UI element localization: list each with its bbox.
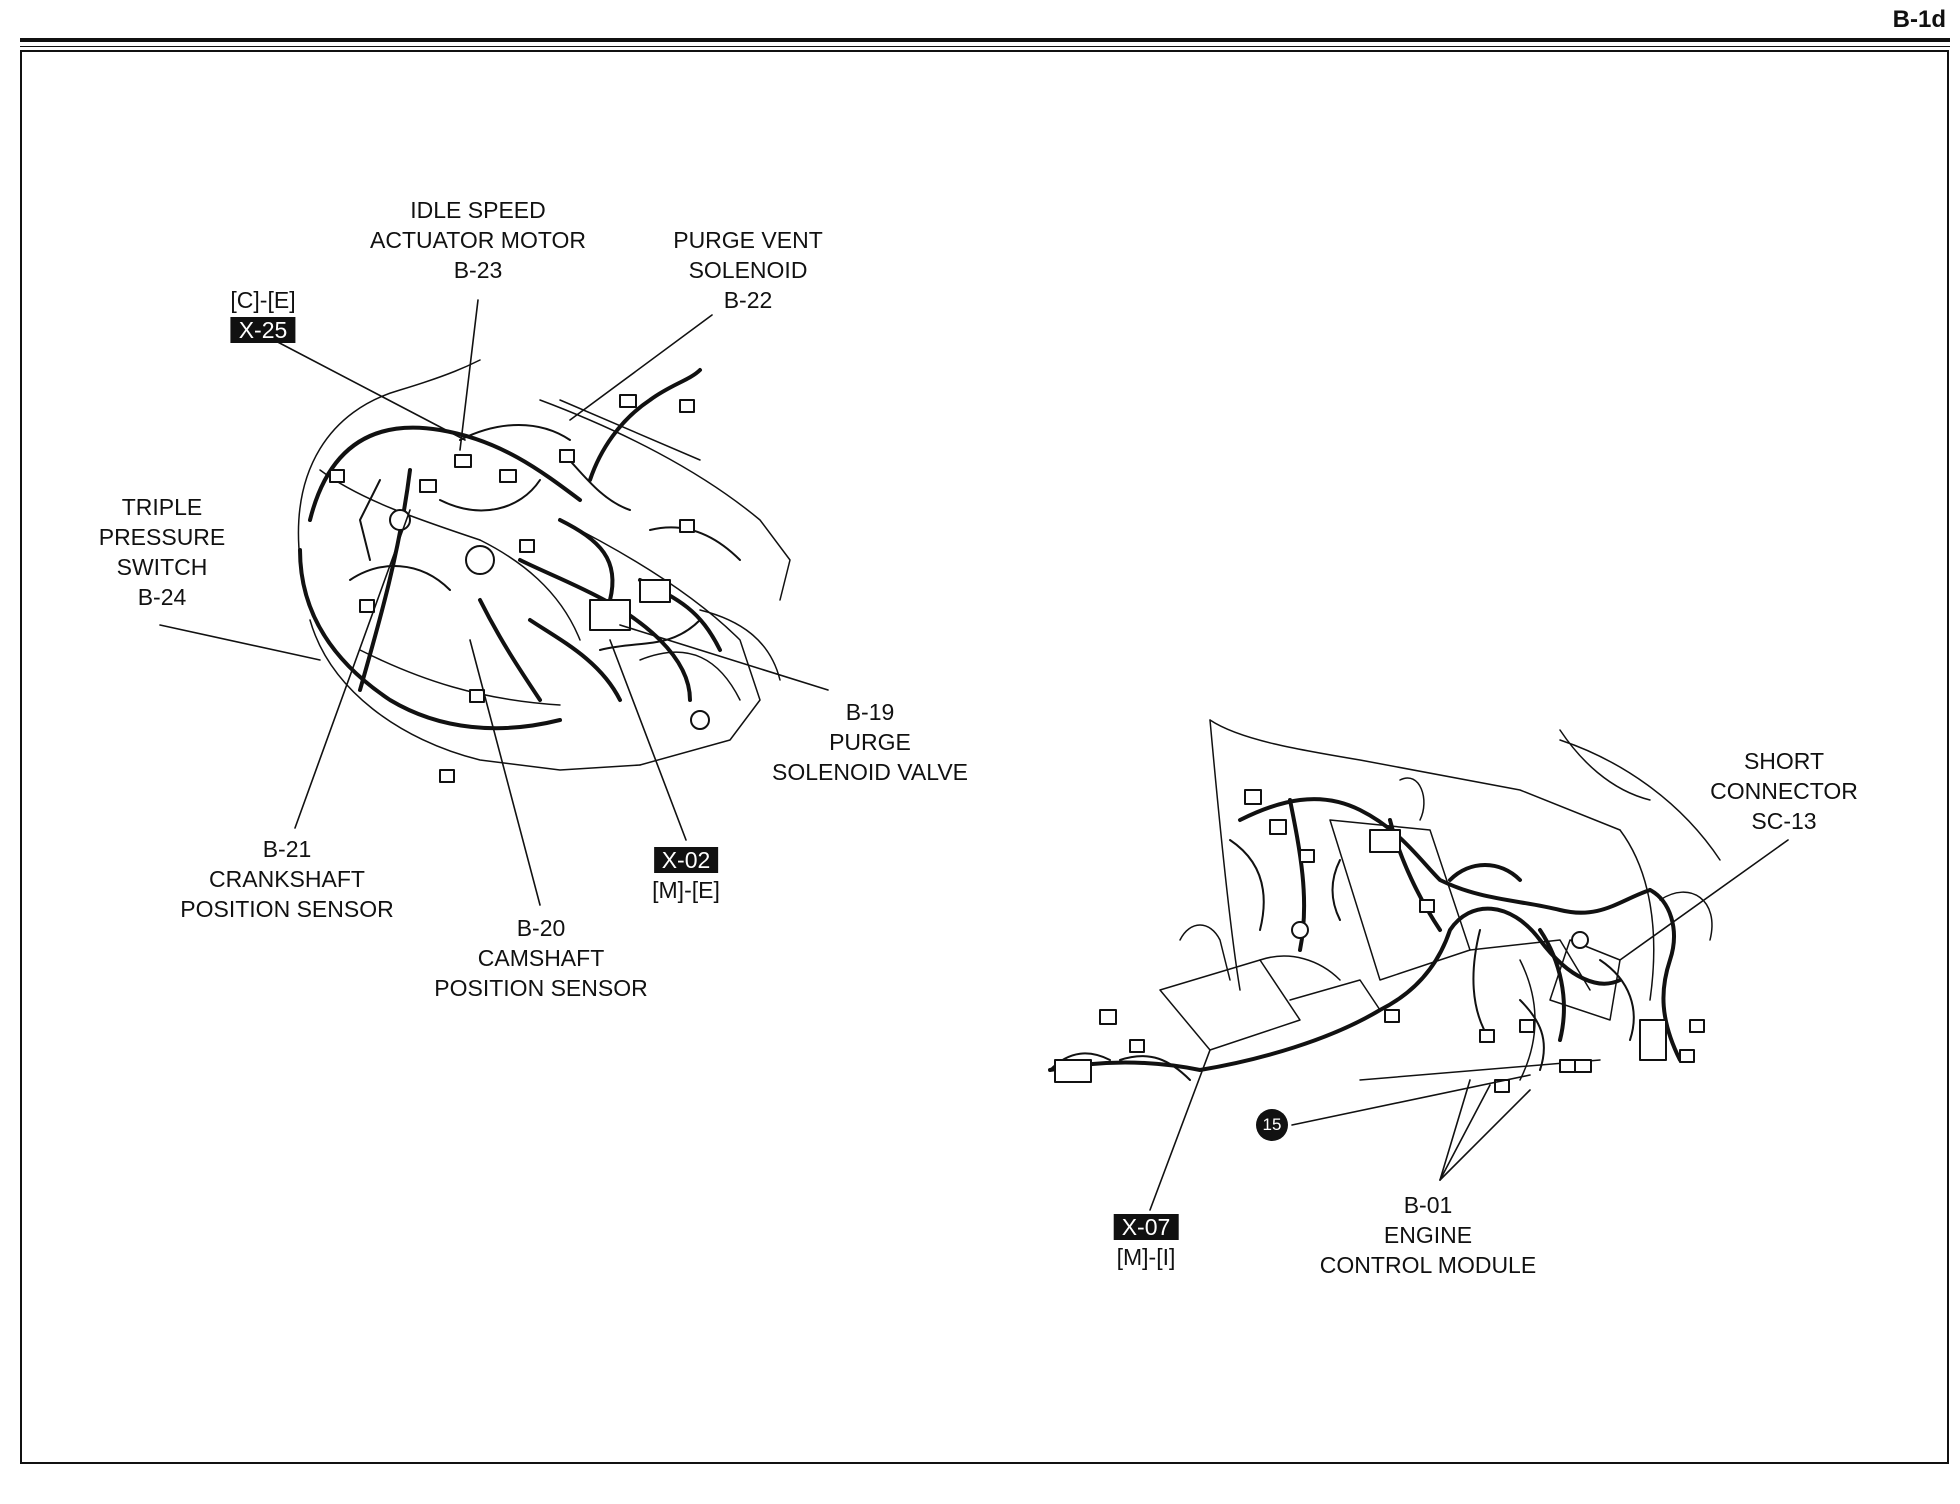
header-rule-thin [20, 46, 1950, 47]
connector-ref-code: X-07 [1113, 1214, 1179, 1240]
label-line: IDLE SPEED [410, 197, 546, 223]
label-triple-pressure-switch: TRIPLE PRESSURE SWITCH B-24 [99, 492, 226, 612]
label-short-connector: SHORT CONNECTOR SC-13 [1710, 746, 1858, 836]
label-line: SOLENOID [688, 257, 808, 283]
label-crankshaft-sensor: B-21 CRANKSHAFT POSITION SENSOR [180, 834, 393, 924]
label-idle-speed-actuator: IDLE SPEED ACTUATOR MOTOR B-23 [370, 195, 586, 285]
engine-bay-body [297, 359, 791, 771]
engine-connectors [329, 394, 710, 783]
label-line: B-24 [137, 584, 187, 610]
label-line: CAMSHAFT [477, 945, 605, 971]
label-purge-solenoid-valve: B-19 PURGE SOLENOID VALVE [772, 697, 968, 787]
connector-ref-grid: [C]-[E] [230, 287, 296, 313]
label-line: CONNECTOR [1710, 778, 1858, 804]
dash-body [1159, 719, 1721, 1081]
connector-ref-code: X-25 [230, 317, 296, 343]
connector-ref-x02: X-02 [M]-[E] [652, 845, 720, 905]
dash-connectors [1054, 789, 1705, 1093]
label-line: B-01 [1403, 1192, 1453, 1218]
connector-ref-grid: [M]-[I] [1116, 1244, 1176, 1270]
label-line: B-20 [516, 915, 566, 941]
label-line: CONTROL MODULE [1319, 1252, 1537, 1278]
label-purge-vent-solenoid: PURGE VENT SOLENOID B-22 [673, 225, 823, 315]
label-line: ACTUATOR MOTOR [370, 227, 586, 253]
label-line: B-22 [723, 287, 773, 313]
label-line: PURGE VENT [673, 227, 823, 253]
label-line: POSITION SENSOR [434, 975, 648, 1001]
engine-harness-thin [349, 424, 741, 651]
label-camshaft-sensor: B-20 CAMSHAFT POSITION SENSOR [434, 913, 647, 1003]
connector-ref-x25: [C]-[E] X-25 [230, 285, 296, 345]
page-code: B-1d [1892, 6, 1946, 33]
leader-lines-right [1149, 839, 1789, 1211]
label-line: B-23 [453, 257, 503, 283]
engine-harness [298, 368, 722, 731]
label-line: TRIPLE [121, 494, 203, 520]
label-line: B-21 [262, 836, 312, 862]
label-engine-control-module: B-01 ENGINE CONTROL MODULE [1320, 1190, 1536, 1280]
ground-point-badge: 15 [1256, 1109, 1288, 1141]
label-line: SHORT [1743, 748, 1825, 774]
label-line: POSITION SENSOR [180, 896, 394, 922]
label-line: B-19 [845, 699, 895, 725]
header-rule [20, 38, 1950, 42]
label-line: SC-13 [1751, 808, 1817, 834]
label-line: CRANKSHAFT [209, 866, 365, 892]
connector-ref-code: X-02 [653, 847, 719, 873]
connector-ref-x07: X-07 [M]-[I] [1113, 1212, 1179, 1272]
diagram-frame [20, 50, 1949, 1464]
label-line: ENGINE [1383, 1222, 1473, 1248]
connector-ref-grid: [M]-[E] [652, 877, 720, 903]
label-line: SOLENOID VALVE [772, 759, 968, 785]
label-line: SWITCH [116, 554, 208, 580]
label-line: PRESSURE [98, 524, 226, 550]
label-line: PURGE [829, 729, 911, 755]
leader-lines-left [159, 299, 829, 906]
